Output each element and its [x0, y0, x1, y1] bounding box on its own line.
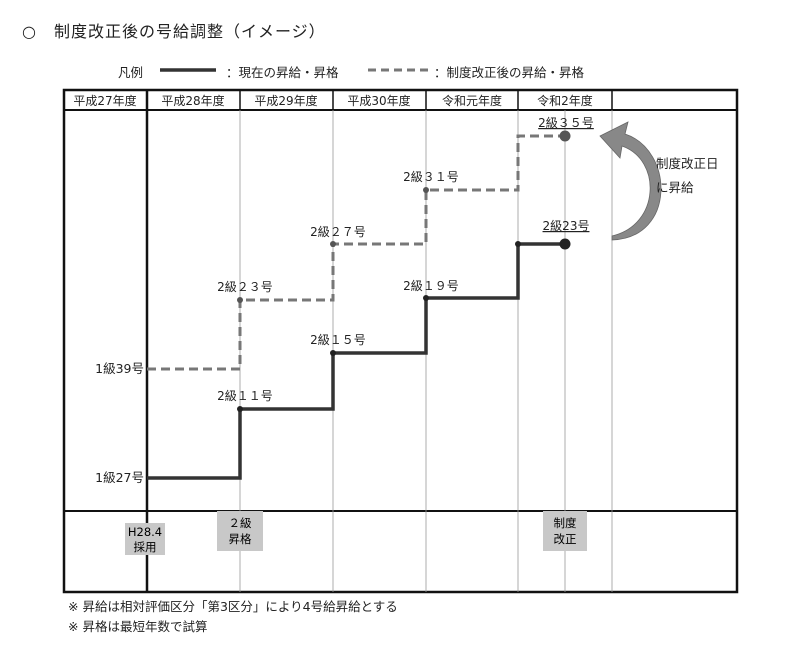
revised-step-line — [147, 134, 565, 371]
page-title: ○ 制度改正後の号給調整（イメージ） — [22, 22, 326, 41]
arrow-note-line-2: に昇給 — [656, 180, 694, 195]
footnote-1: ※ 昇給は相対評価区分「第3区分」により4号給昇給とする — [68, 599, 398, 614]
diagram-frame — [62, 88, 739, 594]
year-header-h28: 平成28年度 — [161, 93, 224, 108]
legend-current-label: ：現在の昇給・昇格 — [226, 65, 339, 80]
event-promotion-line-2: 昇格 — [229, 532, 252, 546]
revised-point-3 — [423, 187, 429, 193]
legend-revised-label: ：制度改正後の昇給・昇格 — [434, 65, 585, 80]
revised-point-1 — [237, 297, 243, 303]
legend-label: 凡例 — [118, 65, 144, 80]
year-header-r2: 令和2年度 — [537, 93, 593, 108]
revised-point-4 — [559, 130, 571, 142]
year-header-h30: 平成30年度 — [347, 93, 410, 108]
revised-label-3: 2級３１号 — [403, 170, 459, 184]
event-revision-line-2: 改正 — [554, 532, 577, 546]
event-hire-line-2: 採用 — [134, 540, 157, 554]
current-point-1 — [237, 406, 243, 412]
y-label-1kyu27: 1級27号 — [95, 470, 144, 485]
current-point-3 — [423, 295, 429, 301]
current-label-1: 2級１１号 — [217, 389, 273, 403]
event-revision-line-1: 制度 — [554, 516, 577, 530]
event-promotion-line-1: ２級 — [229, 516, 252, 530]
current-point-2 — [330, 350, 336, 356]
arrow-note-line-1: 制度改正日 — [656, 156, 719, 171]
current-label-2: 2級１５号 — [310, 333, 366, 347]
revised-point-2 — [330, 241, 336, 247]
revised-label-4: 2級３５号 — [538, 116, 594, 130]
event-box-promotion: ２級 昇格 — [217, 511, 263, 551]
current-point-4a — [515, 241, 521, 247]
legend-solid-line-icon — [160, 68, 216, 72]
current-point-4 — [559, 238, 571, 250]
revised-label-1: 2級２３号 — [217, 280, 273, 294]
year-header-h29: 平成29年度 — [254, 93, 317, 108]
event-hire-line-1: H28.4 — [128, 525, 162, 539]
current-label-4: 2級23号 — [543, 219, 590, 233]
revised-label-2: 2級２７号 — [310, 225, 366, 239]
legend-dashed-line-icon — [368, 68, 428, 72]
event-box-hire: H28.4 採用 — [125, 523, 165, 555]
year-header-h27: 平成27年度 — [73, 93, 136, 108]
footnotes: ※ 昇給は相対評価区分「第3区分」により4号給昇給とする ※ 昇格は最短年数で試… — [68, 597, 398, 637]
event-box-revision: 制度 改正 — [543, 511, 587, 551]
year-header-r1: 令和元年度 — [442, 93, 502, 108]
y-label-1kyu39: 1級39号 — [95, 361, 144, 376]
curved-arrow-icon — [599, 121, 662, 241]
current-label-3: 2級１９号 — [403, 279, 459, 293]
footnote-2: ※ 昇格は最短年数で試算 — [68, 619, 208, 634]
current-step-line — [147, 242, 565, 480]
